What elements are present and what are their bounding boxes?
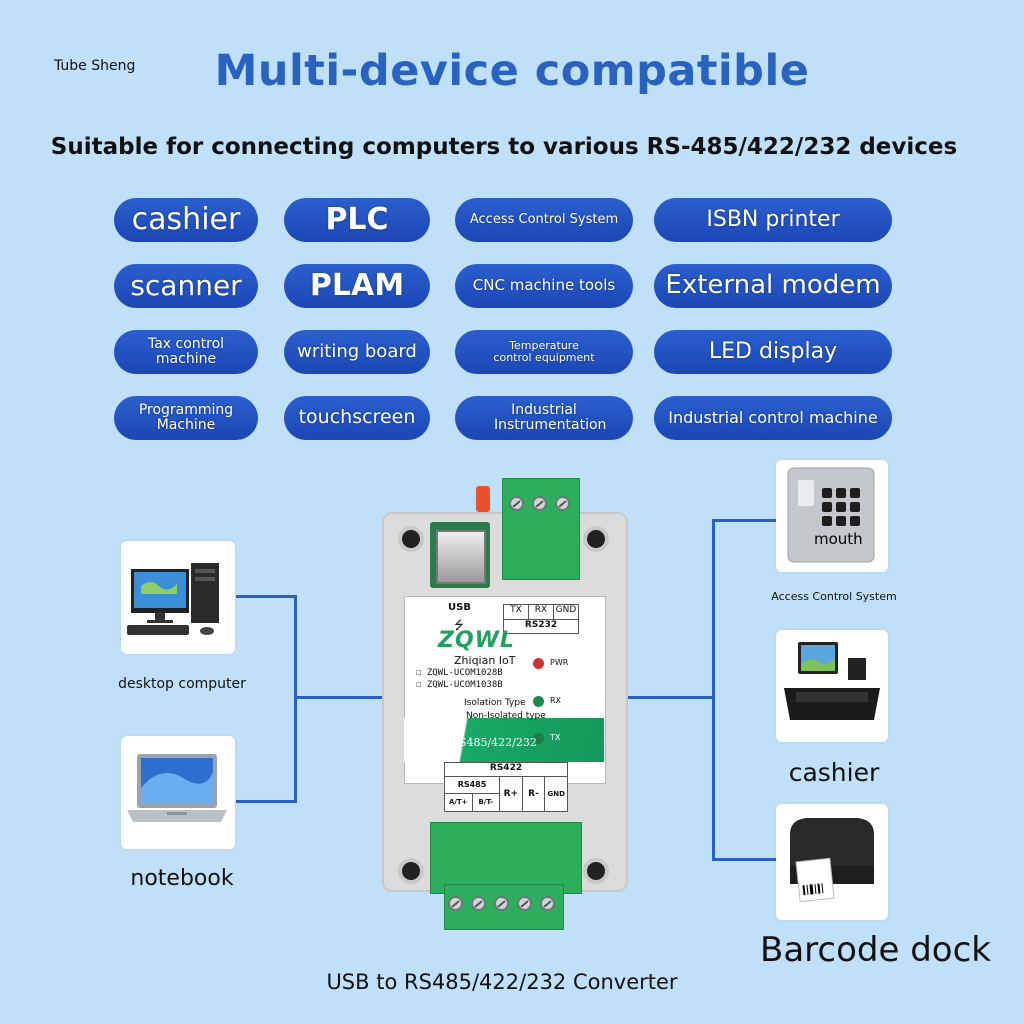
- pin-at: A/T+: [445, 794, 473, 811]
- mounting-hole: [402, 862, 420, 880]
- terminal-screw: [471, 896, 486, 911]
- pill-plc: PLC: [284, 198, 430, 242]
- product-caption: USB to RS485/422/232 Converter: [326, 970, 678, 994]
- pill-industrial-instrumentation: Industrial Instrumentation: [455, 396, 633, 440]
- rs232-box: TX RX GND RS232: [503, 604, 579, 634]
- rs422-box: RS422 RS485 A/T+ B/T- R+ R- GND: [444, 762, 568, 812]
- access-control-caption: Access Control System: [771, 590, 897, 603]
- terminal-screw: [555, 496, 570, 511]
- cashier-caption: cashier: [788, 758, 880, 787]
- connector-line: [236, 595, 296, 598]
- terminal-screw: [517, 896, 532, 911]
- keypad-icon: [787, 467, 875, 563]
- rs422-label: RS422: [445, 763, 567, 777]
- connector-line: [712, 858, 776, 861]
- pill-writing-board: writing board: [284, 330, 430, 374]
- model-1028b: ☐ ZQWL-UCOM1028B: [416, 668, 503, 678]
- rs232-label: RS232: [524, 620, 558, 630]
- pill-tax-control: Tax control machine: [114, 330, 258, 374]
- keypad-overlay-label: mouth: [814, 530, 863, 548]
- pin-rminus: R-: [523, 777, 546, 811]
- rx-led: [533, 696, 544, 707]
- terminal-screw: [509, 496, 524, 511]
- terminal-screw: [532, 496, 547, 511]
- pwr-led-label: PWR: [550, 658, 569, 667]
- tx-led-label: TX: [550, 733, 561, 742]
- red-latch: [476, 486, 490, 512]
- label-printer-icon: [790, 818, 874, 903]
- converter-green-band: [404, 718, 604, 762]
- terminal-screw: [540, 896, 555, 911]
- cashier-card: [776, 630, 888, 742]
- pill-cnc: CNC machine tools: [455, 264, 633, 308]
- bottom-terminal-housing: [430, 822, 582, 894]
- desktop-computer-caption: desktop computer: [118, 676, 246, 692]
- pill-industrial-control-machine: Industrial control machine: [654, 396, 892, 440]
- access-control-card: mouth: [776, 460, 888, 572]
- pill-scanner: scanner: [114, 264, 258, 308]
- notebook-card: [121, 736, 235, 849]
- pill-isbn-printer: ISBN printer: [654, 198, 892, 242]
- model-1038b: ☐ ZQWL-UCOM1038B: [416, 680, 503, 690]
- pill-external-modem: External modem: [654, 264, 892, 308]
- zqwl-logo: ZQWL: [438, 628, 515, 653]
- pin-gnd: GND: [547, 790, 565, 798]
- cash-register-icon: [784, 642, 880, 720]
- rs232-pin-tx: TX: [504, 605, 529, 619]
- brand-label: Tube Sheng: [54, 58, 136, 74]
- connector-line: [712, 519, 776, 522]
- terminal-screw: [448, 896, 463, 911]
- pill-cashier: cashier: [114, 198, 258, 242]
- mounting-hole: [587, 530, 605, 548]
- isolation-label: Isolation Type: [464, 698, 526, 708]
- pwr-led: [533, 658, 544, 669]
- desktop-computer-card: [121, 541, 235, 654]
- top-terminal-block: [502, 478, 580, 580]
- tx-led: [533, 733, 544, 744]
- pill-temperature-control: Temperature control equipment: [455, 330, 633, 374]
- band-label: USB⟷RS485/422/232: [410, 736, 537, 749]
- laptop-icon: [127, 754, 227, 822]
- mounting-hole: [587, 862, 605, 880]
- company-label: Zhiqian IoT: [454, 654, 516, 667]
- connector-line: [294, 595, 297, 803]
- pill-touchscreen: touchscreen: [284, 396, 430, 440]
- rs485-label: RS485: [445, 777, 499, 794]
- connector-line: [628, 696, 714, 699]
- pill-led-display: LED display: [654, 330, 892, 374]
- pill-access-control: Access Control System: [455, 198, 633, 242]
- connector-line: [236, 800, 296, 803]
- page-subtitle: Suitable for connecting computers to var…: [50, 134, 958, 160]
- page-title: Multi-device compatible: [214, 46, 810, 96]
- pill-programming-machine: Programming Machine: [114, 396, 258, 440]
- usb-port-housing: [430, 522, 490, 588]
- usb-label: USB: [448, 602, 471, 613]
- usb-icon: ⭍: [454, 618, 464, 632]
- rs232-pin-rx: RX: [529, 605, 554, 619]
- desktop-computer-icon: [127, 563, 219, 635]
- mounting-hole: [402, 530, 420, 548]
- non-isolation-label: Non-Isolated type: [466, 711, 546, 721]
- pin-rplus: R+: [500, 777, 523, 811]
- connector-line: [294, 696, 382, 699]
- pill-plam: PLAM: [284, 264, 430, 308]
- pin-bt: B/T-: [478, 798, 494, 806]
- barcode-caption: Barcode dock: [760, 930, 991, 970]
- connector-line: [712, 519, 715, 861]
- barcode-card: [776, 804, 888, 920]
- notebook-caption: notebook: [130, 866, 234, 891]
- rs232-pin-gnd: GND: [555, 605, 577, 615]
- rx-led-label: RX: [550, 696, 562, 705]
- terminal-screw: [494, 896, 509, 911]
